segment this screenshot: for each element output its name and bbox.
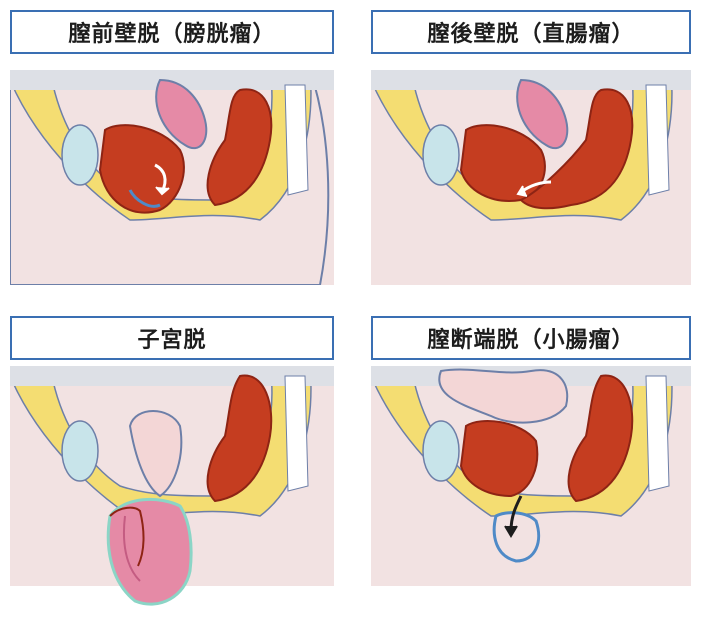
panel-title: 子宮脱 bbox=[10, 316, 334, 360]
sacrum bbox=[285, 376, 308, 491]
pubic-bone bbox=[62, 125, 98, 185]
prolapsed-vaginal-vault bbox=[494, 513, 538, 561]
sacrum bbox=[646, 85, 669, 195]
anatomy-illustration bbox=[10, 366, 334, 611]
anatomy-illustration bbox=[371, 70, 691, 285]
panel-title: 膣後壁脱（直腸瘤） bbox=[371, 10, 691, 54]
pubic-bone bbox=[423, 421, 459, 481]
sacrum bbox=[285, 85, 308, 195]
anatomy-illustration bbox=[10, 70, 334, 285]
sacrum bbox=[646, 376, 669, 491]
pubic-bone bbox=[423, 125, 459, 185]
prolapsed-uterus bbox=[108, 499, 191, 604]
bladder bbox=[461, 421, 537, 496]
pubic-bone bbox=[62, 421, 98, 481]
panel-title: 膣前壁脱（膀胱瘤） bbox=[10, 10, 334, 54]
anatomy-illustration bbox=[371, 366, 691, 586]
panel-title: 膣断端脱（小腸瘤） bbox=[371, 316, 691, 360]
